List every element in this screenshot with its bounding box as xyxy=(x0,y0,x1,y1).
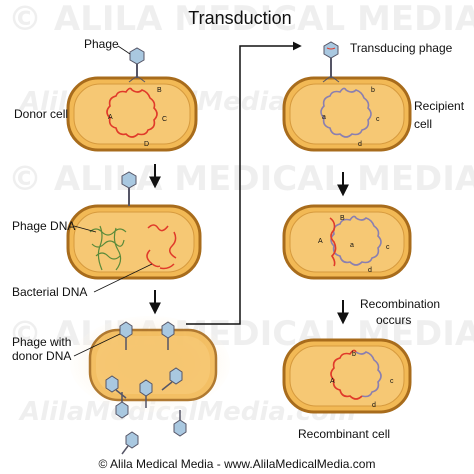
gene-label: a xyxy=(322,114,326,121)
label-phage-dna: Phage DNA xyxy=(12,219,75,233)
label-recipient-cell-line-2: cell xyxy=(414,117,432,131)
gene-label: B xyxy=(157,87,162,94)
label-recipient-cell-line-1: Recipient xyxy=(414,99,465,113)
infected-cell xyxy=(66,204,202,280)
recipient-chromosome xyxy=(320,87,372,138)
label-recombinant-cell: Recombinant cell xyxy=(298,427,390,441)
gene-label: c xyxy=(376,116,380,123)
gene-label: d xyxy=(358,141,362,148)
recipient-with-donor-dna-cell: B A a c d xyxy=(282,204,412,280)
diagram-title: Transduction xyxy=(188,8,291,28)
transfer-arrow xyxy=(186,41,302,325)
bacterial-dna-fragments xyxy=(146,224,177,270)
lysing-cell xyxy=(70,316,230,412)
label-phage-with-donor-dna-line-2: donor DNA xyxy=(12,349,71,363)
gene-label: d xyxy=(368,267,372,274)
label-recombination-line-1: Recombination xyxy=(360,297,440,311)
gene-label: D xyxy=(144,141,149,148)
gene-label: a xyxy=(350,242,354,249)
released-phages xyxy=(105,321,187,455)
gene-label: A xyxy=(318,238,323,245)
gene-label: B xyxy=(340,215,345,222)
copyright-footer: © Alila Medical Media - www.AlilaMedical… xyxy=(99,457,376,471)
phage-icon xyxy=(128,47,146,83)
transducing-phage-icon xyxy=(322,41,340,83)
recipient-cell: b a c d xyxy=(282,76,412,152)
gene-label: d xyxy=(372,402,376,409)
label-donor-cell: Donor cell xyxy=(14,107,68,121)
label-recombination-line-2: occurs xyxy=(376,313,411,327)
label-phage: Phage xyxy=(84,37,119,51)
gene-label: b xyxy=(352,351,356,358)
gene-label: A xyxy=(108,114,113,121)
label-bacterial-dna: Bacterial DNA xyxy=(12,285,87,299)
gene-label: c xyxy=(390,378,394,385)
recombinant-cell: b A c d xyxy=(282,338,412,414)
donor-cell: B A C D xyxy=(66,76,198,152)
donor-dna-fragment xyxy=(329,217,337,267)
gene-label: A xyxy=(330,378,335,385)
donor-chromosome xyxy=(106,87,158,138)
watermark-line-2: © ALILA MEDICAL MEDIA xyxy=(8,159,474,199)
label-transducing-phage: Transducing phage xyxy=(350,41,453,55)
gene-label: c xyxy=(386,244,390,251)
label-phage-with-donor-dna-line-1: Phage with xyxy=(12,335,71,349)
gene-label: b xyxy=(371,87,375,94)
phage-dna-strand xyxy=(89,225,127,271)
watermark-line-1: © ALILA MEDICAL MEDIA xyxy=(8,0,474,39)
gene-label: C xyxy=(162,116,167,123)
phage-icon xyxy=(121,171,137,206)
